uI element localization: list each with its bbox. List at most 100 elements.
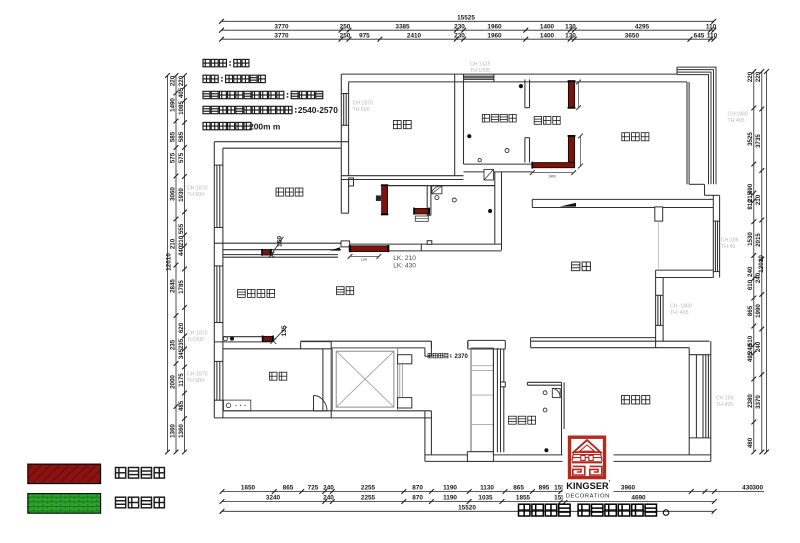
svg-text:235: 235 [178,338,185,349]
svg-text:135: 135 [281,325,288,337]
svg-text:LK: 210: LK: 210 [393,255,416,262]
svg-text:240: 240 [747,266,754,277]
svg-text:510: 510 [747,335,754,346]
svg-text:1400: 1400 [540,32,555,39]
svg-text:15525: 15525 [457,14,475,21]
svg-text:1190: 1190 [443,485,457,492]
svg-text:2845: 2845 [169,279,176,293]
svg-text:555: 555 [178,223,185,234]
svg-text:155: 155 [554,485,565,492]
svg-text:TH:500: TH:500 [187,192,204,198]
svg-text:4295: 4295 [635,23,650,30]
svg-text:CH:186: CH:186 [716,396,734,402]
svg-text:3960: 3960 [621,485,636,492]
svg-text:575: 575 [169,152,176,163]
svg-text:575: 575 [178,152,185,163]
svg-text:240: 240 [323,495,334,502]
svg-text:CH:1860: CH:1860 [728,112,749,118]
svg-text:345: 345 [178,348,185,359]
svg-text:KINGSER: KINGSER [566,481,609,491]
svg-text:CH:1870: CH:1870 [353,101,374,107]
svg-text:1930: 1930 [178,188,185,202]
svg-text:3385: 3385 [395,23,410,30]
svg-text:490: 490 [747,183,754,194]
svg-text:150: 150 [277,236,284,248]
svg-text:3770: 3770 [274,32,289,39]
svg-text:1960: 1960 [487,23,502,30]
svg-text:210: 210 [755,194,762,205]
svg-text:3370: 3370 [755,395,762,409]
svg-text:220: 220 [747,71,754,82]
svg-text:300: 300 [752,485,763,492]
svg-text:240: 240 [323,485,334,492]
svg-text:CH:1425: CH:1425 [470,62,491,68]
svg-text:1175: 1175 [178,373,185,387]
svg-text:230: 230 [454,23,465,30]
svg-text:1190: 1190 [443,495,457,502]
svg-text:975: 975 [359,32,370,39]
svg-text:495: 495 [747,351,754,362]
svg-text:3735: 3735 [755,134,762,148]
svg-text:1035: 1035 [478,495,493,502]
svg-text:215: 215 [747,191,754,202]
svg-text:2540-2570: 2540-2570 [298,105,338,115]
svg-text:220: 220 [169,75,176,86]
svg-text:235: 235 [169,339,176,350]
svg-text:210: 210 [169,238,176,249]
svg-text:1490: 1490 [169,98,176,112]
svg-text:110: 110 [707,32,718,39]
svg-text:1360: 1360 [178,424,185,438]
svg-text:2255: 2255 [361,495,376,502]
svg-text:240: 240 [755,341,762,352]
svg-text:1530: 1530 [747,232,754,246]
svg-text:3240: 3240 [266,495,281,502]
svg-text:210: 210 [178,235,185,246]
svg-text:1400: 1400 [540,23,555,30]
svg-text:1785: 1785 [178,280,185,294]
svg-text:725: 725 [308,485,319,492]
svg-text:TH:500: TH:500 [187,378,204,384]
svg-text:TH:495: TH:495 [728,118,745,124]
svg-text:3650: 3650 [625,32,640,39]
svg-text:TH:495: TH:495 [716,402,733,408]
svg-text:CH:1870: CH:1870 [187,186,208,192]
svg-text:TH:1005: TH:1005 [470,68,490,74]
svg-text:1960: 1960 [487,32,502,39]
svg-text:250: 250 [340,32,351,39]
svg-text:12010: 12010 [166,253,173,271]
svg-text:': ' [609,480,611,487]
svg-text:810: 810 [747,199,754,210]
svg-text:1650: 1650 [241,485,256,492]
svg-text:865: 865 [283,485,294,492]
svg-text:1130: 1130 [480,485,494,492]
svg-text:1140: 1140 [361,257,368,261]
svg-text:585: 585 [178,131,185,142]
svg-text:110: 110 [706,23,717,30]
svg-text:480: 480 [747,437,754,448]
svg-text:2255: 2255 [361,485,376,492]
svg-text:220: 220 [755,71,762,82]
svg-text:870: 870 [412,495,423,502]
svg-text:440: 440 [178,245,185,256]
svg-text:CH: 1860: CH: 1860 [670,304,692,310]
svg-text:220: 220 [178,75,185,86]
svg-text:130: 130 [565,32,576,39]
svg-text:155: 155 [554,495,565,502]
svg-text:230: 230 [454,32,465,39]
svg-text:240: 240 [747,343,754,354]
svg-text:610: 610 [747,279,754,290]
svg-text:865: 865 [513,485,524,492]
svg-text:3060: 3060 [169,187,176,201]
svg-text:1085: 1085 [178,101,185,115]
svg-text:CH:186: CH:186 [721,238,739,244]
svg-text:3770: 3770 [274,23,289,30]
svg-text:TH: 495: TH: 495 [670,310,689,316]
svg-text:240: 240 [755,272,762,283]
svg-text:1990: 1990 [755,304,762,318]
svg-text:CH:1870: CH:1870 [187,331,208,337]
svg-text:485: 485 [178,400,185,411]
svg-text:TH:500: TH:500 [353,107,370,113]
svg-text:2015: 2015 [755,233,762,247]
svg-text:250: 250 [340,23,351,30]
svg-text:2000: 2000 [169,375,176,389]
